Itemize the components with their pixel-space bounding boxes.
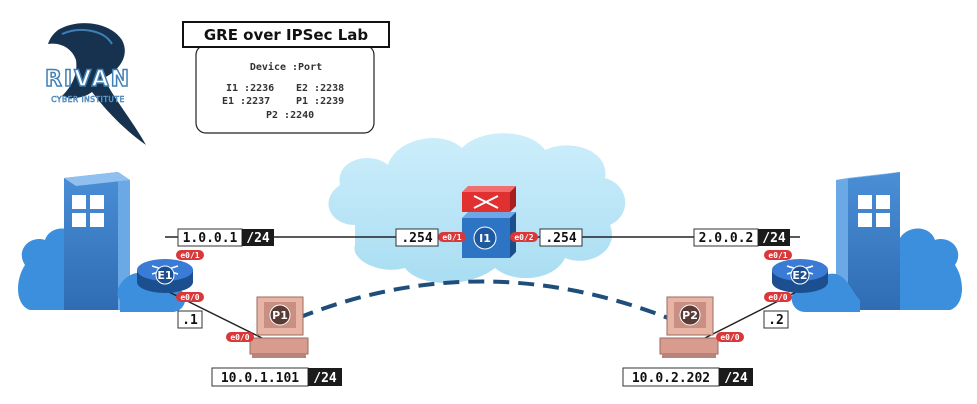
device-port-entry: P2 :2240 [266, 110, 314, 121]
svg-text:e0/0: e0/0 [720, 333, 739, 342]
logo-subtitle: CYBER INSTITUTE [51, 95, 124, 104]
device-port-entry: P1 :2239 [296, 96, 344, 107]
device-port-header: Device :Port [250, 61, 322, 73]
ip-label-e2-wan: 2.0.0.2 /24 [693, 228, 790, 247]
right-building-icon [791, 172, 962, 312]
port-tag-i1-right: e0/2 [510, 232, 538, 242]
gre-tunnel-link [297, 279, 669, 320]
node-i1-label: I1 [479, 232, 491, 245]
svg-text:.254: .254 [401, 231, 432, 246]
port-tag-e2-top: e0/1 [764, 250, 792, 260]
svg-text:e0/2: e0/2 [514, 233, 533, 242]
svg-text:e0/1: e0/1 [768, 251, 787, 260]
svg-text:1.0.0.1: 1.0.0.1 [183, 231, 238, 246]
ip-label-i1-right: .254 [539, 228, 583, 247]
svg-text:e0/1: e0/1 [442, 233, 461, 242]
router-e2-icon[interactable]: E2 [772, 259, 828, 293]
port-tag-p1: e0/0 [226, 332, 254, 342]
ip-label-p2: 10.0.2.202 /24 [622, 367, 753, 387]
svg-text:.254: .254 [545, 231, 576, 246]
svg-text:/24: /24 [313, 371, 337, 386]
svg-text:10.0.1.101: 10.0.1.101 [221, 371, 299, 386]
ip-label-e2-lan: .2 [763, 310, 789, 329]
port-tag-i1-left: e0/1 [438, 232, 466, 242]
svg-text:e0/0: e0/0 [230, 333, 249, 342]
rivan-logo: RIVAN CYBER INSTITUTE [44, 23, 146, 145]
svg-text:/24: /24 [724, 371, 748, 386]
device-port-entry: E1 :2237 [222, 96, 270, 107]
svg-text:e0/0: e0/0 [180, 293, 199, 302]
switch-i1-icon[interactable]: I1 [462, 212, 516, 258]
lab-info-box: GRE over IPSec Lab Device :Port I1 :2236… [182, 21, 390, 134]
node-p2-label: P2 [682, 309, 698, 322]
svg-text:2.0.0.2: 2.0.0.2 [699, 231, 754, 246]
ip-label-e1-wan: 1.0.0.1 /24 [177, 228, 274, 247]
lab-title: GRE over IPSec Lab [204, 26, 369, 44]
device-port-entry: E2 :2238 [296, 83, 344, 94]
svg-text:10.0.2.202: 10.0.2.202 [632, 371, 710, 386]
svg-text:e0/1: e0/1 [180, 251, 199, 260]
svg-text:/24: /24 [762, 231, 786, 246]
logo-name: RIVAN [45, 67, 131, 92]
port-tag-p2: e0/0 [716, 332, 744, 342]
svg-text:e0/0: e0/0 [768, 293, 787, 302]
node-e2-label: E2 [792, 269, 807, 282]
router-e1-icon[interactable]: E1 [137, 259, 193, 293]
port-tag-e2-bottom: e0/0 [764, 292, 792, 302]
svg-text:.2: .2 [768, 313, 784, 328]
port-tag-e1-top: e0/1 [176, 250, 204, 260]
firewall-icon [462, 186, 516, 212]
pc-p2-icon[interactable]: P2 [659, 296, 719, 358]
ip-label-i1-left: .254 [395, 228, 439, 247]
ip-label-e1-lan: .1 [177, 310, 203, 329]
svg-text:.1: .1 [182, 313, 198, 328]
ip-label-p1: 10.0.1.101 /24 [211, 367, 342, 387]
node-e1-label: E1 [157, 269, 172, 282]
pc-p1-icon[interactable]: P1 [249, 296, 309, 358]
port-tag-e1-bottom: e0/0 [176, 292, 204, 302]
left-building-icon [18, 172, 186, 312]
device-port-entry: I1 :2236 [226, 83, 274, 94]
svg-text:/24: /24 [246, 231, 270, 246]
node-p1-label: P1 [272, 309, 288, 322]
